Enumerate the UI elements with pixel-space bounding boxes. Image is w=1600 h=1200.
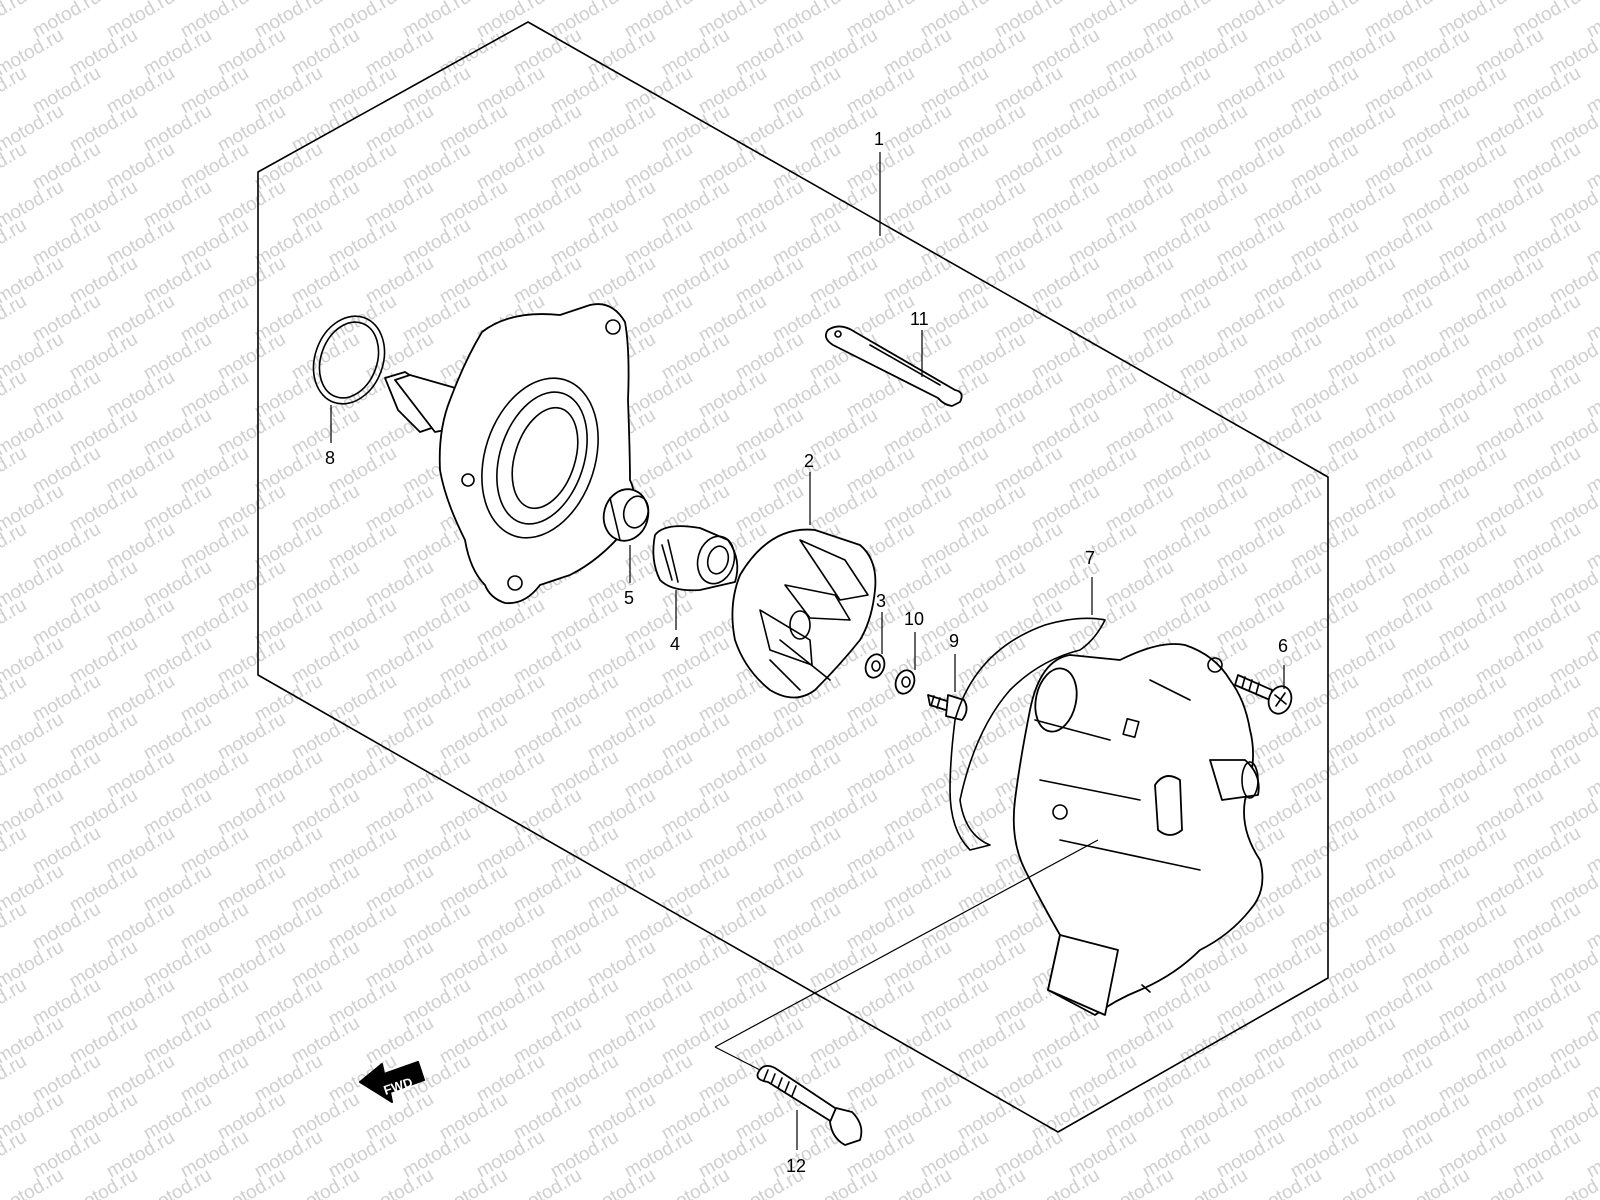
watermark-text: motod.ru [510, 1165, 585, 1200]
watermark-text: motod.ru [0, 595, 30, 651]
o-ring-part [312, 315, 386, 405]
watermark-text: motod.ru [0, 747, 30, 803]
watermark-text: motod.ru [806, 1165, 881, 1200]
callout-4: 4 [670, 634, 680, 654]
watermark-text: motod.ru [0, 367, 30, 423]
watermark-text: motod.ru [0, 899, 30, 955]
washer-part-2 [894, 669, 916, 695]
watermark-text: motod.ru [1176, 1165, 1251, 1200]
watermark-text: motod.ru [0, 1127, 30, 1183]
callout-7: 7 [1085, 548, 1095, 568]
callout-11: 11 [910, 309, 929, 329]
watermark-text: motod.ru [1472, 1165, 1547, 1200]
watermark-text: motod.ru [0, 443, 30, 499]
pump-case-cover-part [384, 303, 635, 605]
watermark-text: motod.ru [0, 291, 30, 347]
pump-cover-gasket-part [949, 617, 1106, 851]
watermark-text: motod.ru [0, 823, 30, 879]
watermark-text: motod.ru [362, 1165, 437, 1200]
leader-line-12b [714, 1046, 761, 1071]
watermark-text: motod.ru [66, 1165, 141, 1200]
callout-2: 2 [804, 451, 814, 471]
long-bolt-part [756, 1064, 863, 1146]
watermark-text: motod.ru [0, 63, 30, 119]
callout-5: 5 [624, 588, 634, 608]
watermark-text: motod.ru [1398, 1165, 1473, 1200]
callout-10: 10 [904, 609, 924, 629]
housing-bolt-part [1234, 674, 1293, 715]
callout-12: 12 [786, 1156, 806, 1176]
mechanical-seal-part [652, 525, 739, 592]
clamp-strap-part [824, 325, 963, 407]
callout-8: 8 [325, 448, 335, 468]
water-pump-housing-part [1012, 643, 1264, 1016]
watermark-text: motod.ru [0, 671, 30, 727]
washer-part [864, 653, 886, 679]
watermark-text: motod.ru [214, 1165, 289, 1200]
watermark-text: motod.ru [0, 1051, 30, 1107]
watermark-text: motod.ru [288, 1165, 363, 1200]
assembly-outline [257, 21, 1329, 1133]
watermark-text: motod.ru [1324, 1165, 1399, 1200]
callout-3: 3 [876, 591, 886, 611]
watermark-text: motod.ru [1102, 1165, 1177, 1200]
watermark-text: motod.ru [1028, 1165, 1103, 1200]
leader-line-12 [714, 839, 1099, 1048]
watermark-text: motod.ru [0, 139, 30, 195]
watermark-text: motod.ru [0, 0, 30, 42]
watermark-text: motod.ru [1250, 1165, 1325, 1200]
watermark-text: motod.ru [0, 215, 30, 271]
watermark-text: motod.ru [140, 1165, 215, 1200]
watermark-text: motod.ru [0, 975, 30, 1031]
watermark-text: motod.ru [436, 1165, 511, 1200]
watermark-text: motod.ru [954, 1165, 1029, 1200]
callout-6: 6 [1278, 636, 1288, 656]
watermark-text: motod.ru [658, 1165, 733, 1200]
watermark-text: motod.ru [0, 519, 30, 575]
watermark-text: motod.ru [584, 1165, 659, 1200]
oil-seal-part [602, 488, 650, 542]
impeller-part [731, 528, 877, 699]
watermark-text: motod.ru [880, 1165, 955, 1200]
callout-1: 1 [874, 129, 884, 149]
callout-9: 9 [949, 631, 959, 651]
